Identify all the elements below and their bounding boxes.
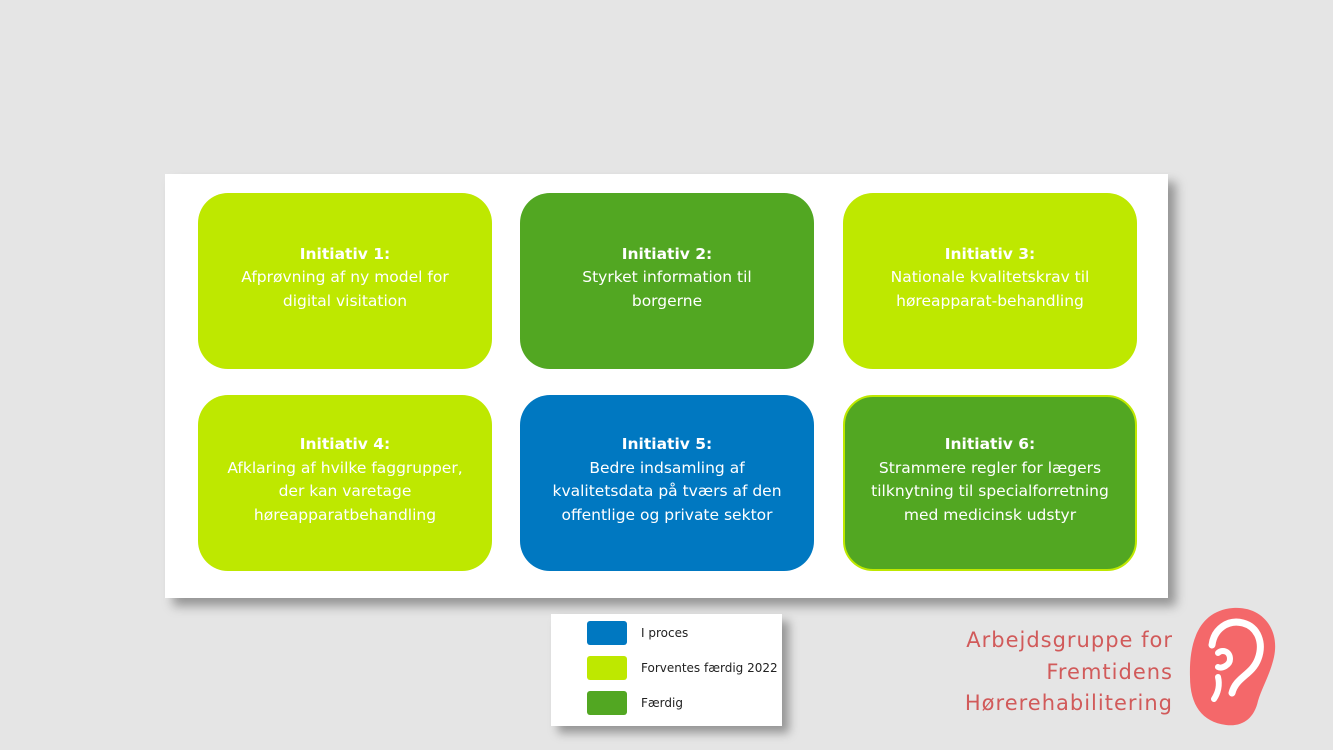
- organization-name-line: Arbejdsgruppe for: [966, 628, 1173, 652]
- initiative-text-line: Strammere regler for lægers: [878, 458, 1102, 477]
- initiative-text-line: digital visitation: [282, 291, 408, 310]
- initiative-card-3: Initiativ 3: Nationale kvalitetskrav til…: [843, 193, 1137, 369]
- legend-swatch: [587, 656, 627, 680]
- organization-name-line: Fremtidens: [1046, 659, 1173, 684]
- initiative-text-line: med medicinsk udstyr: [903, 505, 1077, 524]
- legend-label: Færdig: [641, 696, 683, 710]
- legend-label: Forventes færdig 2022: [641, 661, 778, 675]
- initiative-card-2: Initiativ 2: Styrket information til bor…: [520, 193, 814, 369]
- legend-item-forventes: Forventes færdig 2022: [587, 656, 778, 680]
- initiative-title: Initiativ 3:: [944, 244, 1036, 263]
- initiative-text-line: borgerne: [631, 291, 703, 310]
- initiative-text-line: Afklaring af hvilke faggrupper,: [227, 458, 463, 477]
- initiative-title: Initiativ 4:: [299, 435, 391, 453]
- status-legend: I proces Forventes færdig 2022 Færdig: [551, 614, 782, 726]
- ear-icon: [1189, 607, 1276, 726]
- initiative-title: Initiativ 1:: [299, 244, 391, 263]
- organization-name: Arbejdsgruppe for Fremtidens Hørerehabil…: [965, 625, 1173, 720]
- initiative-text-line: tilknytning til specialforretning: [871, 482, 1109, 500]
- initiative-card-6: Initiativ 6: Strammere regler for lægers…: [843, 395, 1137, 571]
- initiative-text-line: Bedre indsamling af: [589, 458, 745, 477]
- initiative-title: Initiativ 2:: [621, 244, 713, 263]
- initiative-text-line: høreapparat-behandling: [896, 291, 1084, 310]
- legend-item-i-proces: I proces: [587, 621, 688, 645]
- initiative-card-5: Initiativ 5: Bedre indsamling af kvalite…: [520, 395, 814, 571]
- initiative-text-line: Styrket information til: [582, 268, 752, 287]
- legend-swatch: [587, 691, 627, 715]
- initiative-text-line: der kan varetage: [278, 482, 412, 500]
- initiative-text-line: Afprøvning af ny model for: [241, 268, 449, 287]
- organization-name-line: Hørerehabilitering: [964, 691, 1173, 715]
- initiative-card-4: Initiativ 4: Afklaring af hvilke faggrup…: [198, 395, 492, 571]
- initiative-text-line: høreapparatbehandling: [253, 505, 437, 524]
- initiative-card-1: Initiativ 1: Afprøvning af ny model for …: [198, 193, 492, 369]
- legend-label: I proces: [641, 626, 689, 640]
- legend-swatch: [587, 621, 627, 645]
- initiative-text-line: Nationale kvalitetskrav til: [890, 268, 1090, 287]
- initiative-title: Initiativ 6:: [944, 435, 1036, 453]
- initiative-text-line: offentlige og private sektor: [561, 505, 773, 524]
- legend-item-faerdig: Færdig: [587, 691, 683, 715]
- initiative-title: Initiativ 5:: [621, 435, 713, 453]
- initiative-text-line: kvalitetsdata på tværs af den: [552, 482, 782, 500]
